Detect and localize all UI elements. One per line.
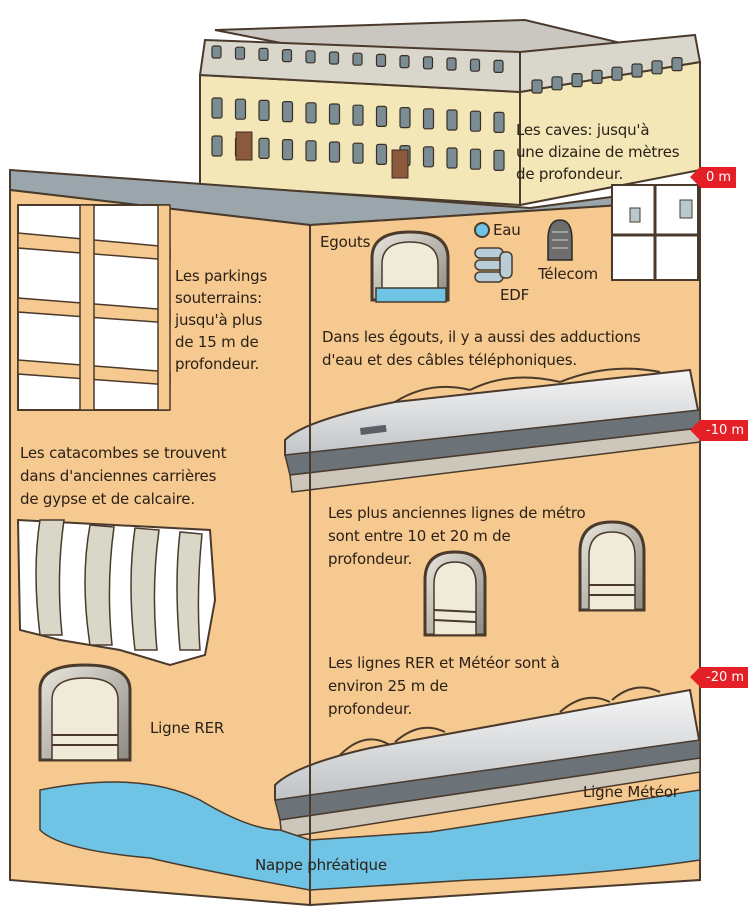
building-window [258,137,270,159]
rer-meteor-label-line2: environ 25 m de [328,677,449,695]
building-window [469,148,482,170]
building-window [375,105,388,128]
building-window [446,109,458,131]
parkings-label-line2: souterrains: [175,289,263,307]
building-window [281,48,293,63]
building-window [469,58,481,72]
eau-label: Eau [493,221,521,239]
rer-meteor-label-line3: profondeur. [328,700,413,718]
adductions-label-line1: Dans les égouts, il y a aussi des adduct… [322,328,641,346]
rer-meteor-label-line1: Les lignes RER et Météor sont à [328,654,560,672]
catacombes-label-line2: dans d'anciennes carrières [20,467,217,485]
building-window [611,66,623,81]
building-window [671,56,683,72]
building-window [422,56,434,70]
building-window [399,54,410,69]
edf-label: EDF [500,286,530,304]
building-window [281,139,294,161]
building-window [305,50,316,64]
building-window [281,100,294,123]
building [198,18,702,207]
catacombes-label-line3: de gypse et de calcaire. [20,490,195,508]
adductions-label-line2: d'eau et des câbles téléphoniques. [322,351,577,369]
metro-label-line2: sont entre 10 et 20 m de [328,527,511,545]
building-window [422,108,435,130]
building-window [651,60,663,75]
building-window [591,69,603,85]
building-window [352,104,364,126]
depth-tag-minus-10m: -10 m [689,420,748,441]
building-door [391,149,409,179]
telecom-label: Télecom [538,265,598,283]
caves-label-line1: Les caves: jusqu'à [516,121,650,139]
depth-tag-0m: 0 m [689,167,737,188]
building-window [571,72,583,88]
building-window [493,111,505,134]
building-window [422,146,435,168]
building-window [352,142,364,164]
parkings-label-line3: jusqu'à plus [175,311,263,329]
depth-tag-minus-20m: -20 m [689,667,748,688]
nappe-label: Nappe phréatique [255,856,387,874]
building-window [375,53,387,68]
metro-label-line3: profondeur. [328,550,413,568]
egouts-label: Egouts [320,233,371,251]
building-window [328,141,341,163]
building-window [352,52,363,66]
building-window [551,76,563,91]
building-window [446,57,457,71]
catacombes-label-line1: Les catacombes se trouvent [20,444,227,462]
ligne-rer-label: Ligne RER [150,719,225,737]
building-window [493,149,505,171]
building-window [399,106,411,129]
building-window [631,63,643,78]
building-window [305,140,317,162]
building-window [211,45,222,59]
building-window [234,98,247,120]
caves-label-line3: de profondeur. [516,165,624,183]
building-window [446,147,458,169]
parkings-label-line4: de 15 m de [175,333,259,351]
building-window [211,97,223,119]
metro-label-line1: Les plus anciennes lignes de métro [328,504,586,522]
building-door [235,131,253,161]
building-window [493,59,504,74]
caves-label-line2: une dizaine de mètres [516,143,680,161]
parkings-label-line1: Les parkings [175,267,268,285]
building-window [375,143,388,165]
groundwater [39,781,701,891]
building-window [211,135,223,157]
building-window [328,51,340,65]
building-window [531,79,543,94]
right-block [274,184,702,907]
building-window [258,47,269,62]
building-window [328,103,341,125]
ligne-meteor-label: Ligne Météor [583,783,679,801]
left-block [9,188,311,907]
building-window [258,99,270,122]
parkings-label-line5: profondeur. [175,355,260,373]
building-window [469,110,482,132]
building-window [305,102,317,124]
building-window [234,46,246,60]
